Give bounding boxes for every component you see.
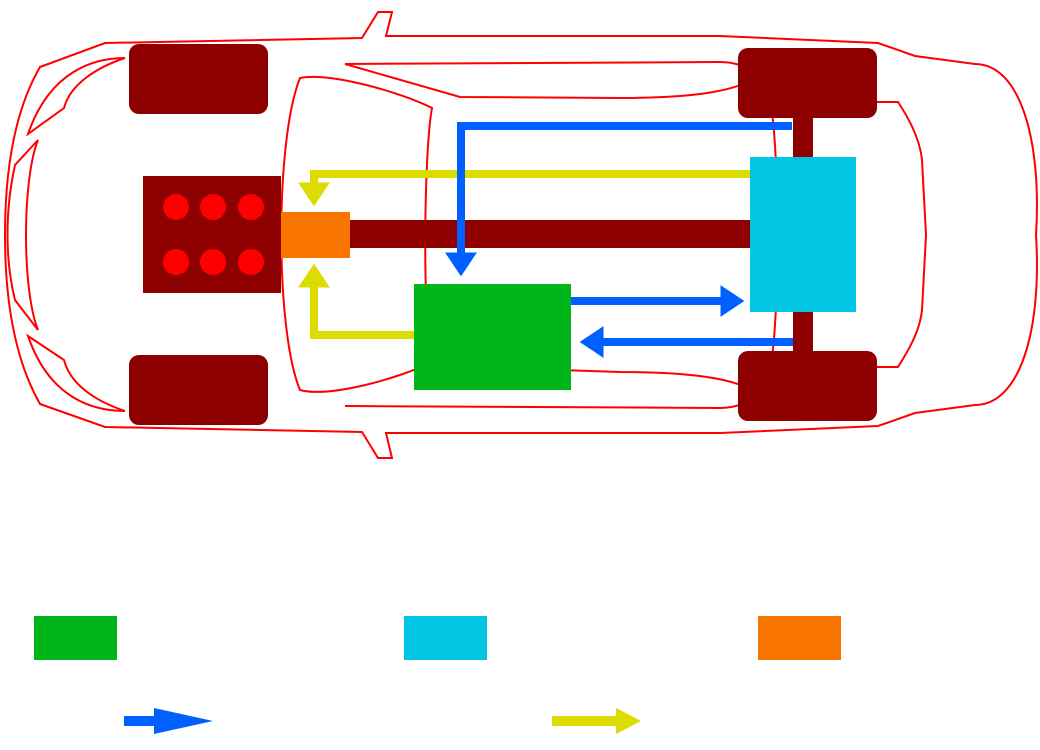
yellow-flow-arrow bbox=[298, 263, 414, 339]
legend-arrow-blue bbox=[124, 708, 213, 734]
rear-left-wheel bbox=[738, 48, 877, 118]
legend-arrow-yellow bbox=[552, 708, 641, 734]
drive-shaft bbox=[350, 220, 752, 248]
front-left-wheel bbox=[129, 44, 268, 114]
cylinder bbox=[200, 249, 226, 275]
legend bbox=[34, 616, 841, 734]
cyan-unit bbox=[750, 157, 856, 312]
legend-swatch-cyan bbox=[404, 616, 487, 660]
engine-cylinders bbox=[163, 194, 264, 275]
legend-swatch-orange bbox=[758, 616, 841, 660]
cylinder bbox=[163, 194, 189, 220]
yellow-flow-arrow bbox=[298, 170, 750, 207]
blue-flow-arrow bbox=[445, 122, 792, 277]
engine-block bbox=[143, 176, 281, 293]
rear-right-wheel bbox=[738, 351, 877, 421]
green-unit bbox=[414, 284, 571, 390]
cylinder bbox=[238, 194, 264, 220]
orange-unit bbox=[281, 212, 350, 258]
cylinder bbox=[238, 249, 264, 275]
legend-swatch-green bbox=[34, 616, 117, 660]
cylinder bbox=[200, 194, 226, 220]
cylinder bbox=[163, 249, 189, 275]
front-right-wheel bbox=[129, 355, 268, 425]
